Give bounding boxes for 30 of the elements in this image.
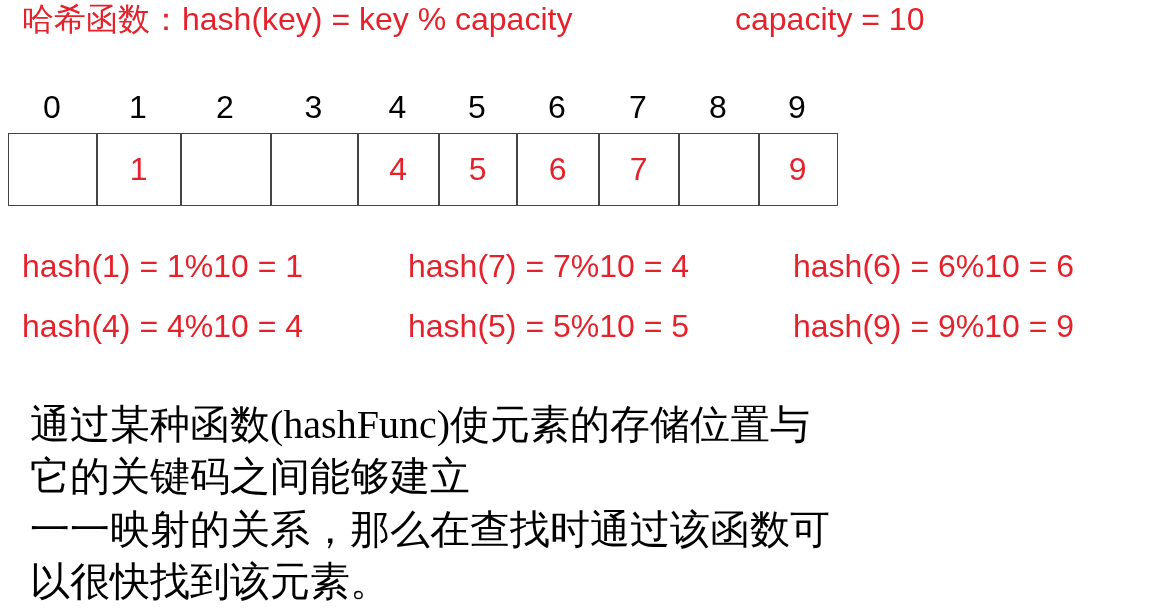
array-cell: 1: [96, 133, 182, 206]
index-label: 0: [42, 88, 62, 127]
array-cell: [270, 133, 359, 206]
array-cell: 7: [598, 133, 680, 206]
index-label: 2: [215, 88, 235, 127]
equation-text: hash(9) = 9%10 = 9: [793, 307, 1075, 346]
title-text: 哈希函数：hash(key) = key % capacity: [22, 0, 573, 39]
formula-text: capacity = 10: [735, 0, 925, 39]
index-label: 4: [387, 88, 408, 127]
array-cell: 9: [758, 133, 838, 206]
index-label: 3: [303, 88, 324, 127]
array-cell: [678, 133, 760, 206]
array-cell: 4: [357, 133, 440, 206]
index-label: 1: [128, 88, 148, 127]
equation-text: hash(4) = 4%10 = 4: [22, 307, 304, 346]
array-cell: 6: [516, 133, 600, 206]
equation-text: hash(6) = 6%10 = 6: [793, 247, 1075, 286]
index-label: 5: [467, 88, 487, 127]
index-label: 6: [547, 88, 567, 127]
array-cell: 5: [438, 133, 518, 206]
index-label: 8: [708, 88, 728, 127]
description-text: 通过某种函数(hashFunc)使元素的存储位置与它的关键码之间能够建立: [30, 401, 811, 501]
equation-text: hash(1) = 1%10 = 1: [22, 247, 304, 286]
array-cell: [8, 133, 98, 206]
array-cell: [180, 133, 272, 206]
equation-text: hash(7) = 7%10 = 4: [408, 247, 690, 286]
equation-text: hash(5) = 5%10 = 5: [408, 307, 690, 346]
description-text: 一一映射的关系，那么在查找时通过该函数可以很快找到该元素。: [30, 506, 831, 606]
index-label: 9: [787, 88, 807, 127]
index-label: 7: [628, 88, 648, 127]
